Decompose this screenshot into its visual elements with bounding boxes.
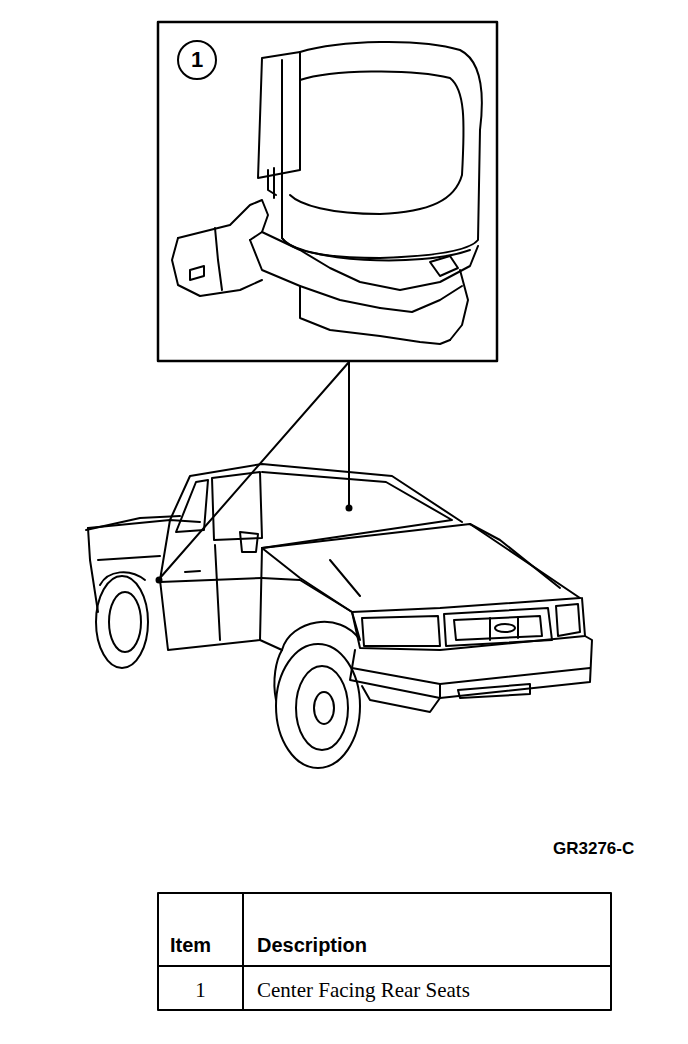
figure-code: GR3276-C: [553, 840, 634, 859]
parts-table: [158, 893, 611, 1010]
inset-frame: [158, 22, 497, 361]
callout-circle: 1: [177, 40, 217, 80]
truck-drawing: [86, 464, 592, 768]
seat-drawing: [172, 42, 482, 344]
table-cell: 1: [195, 979, 206, 1002]
callout-number: 1: [191, 49, 203, 71]
table-header: Description: [257, 934, 367, 956]
leader-dot: [347, 506, 352, 511]
table-header: Item: [170, 934, 211, 956]
table-cell: Center Facing Rear Seats: [257, 979, 470, 1002]
